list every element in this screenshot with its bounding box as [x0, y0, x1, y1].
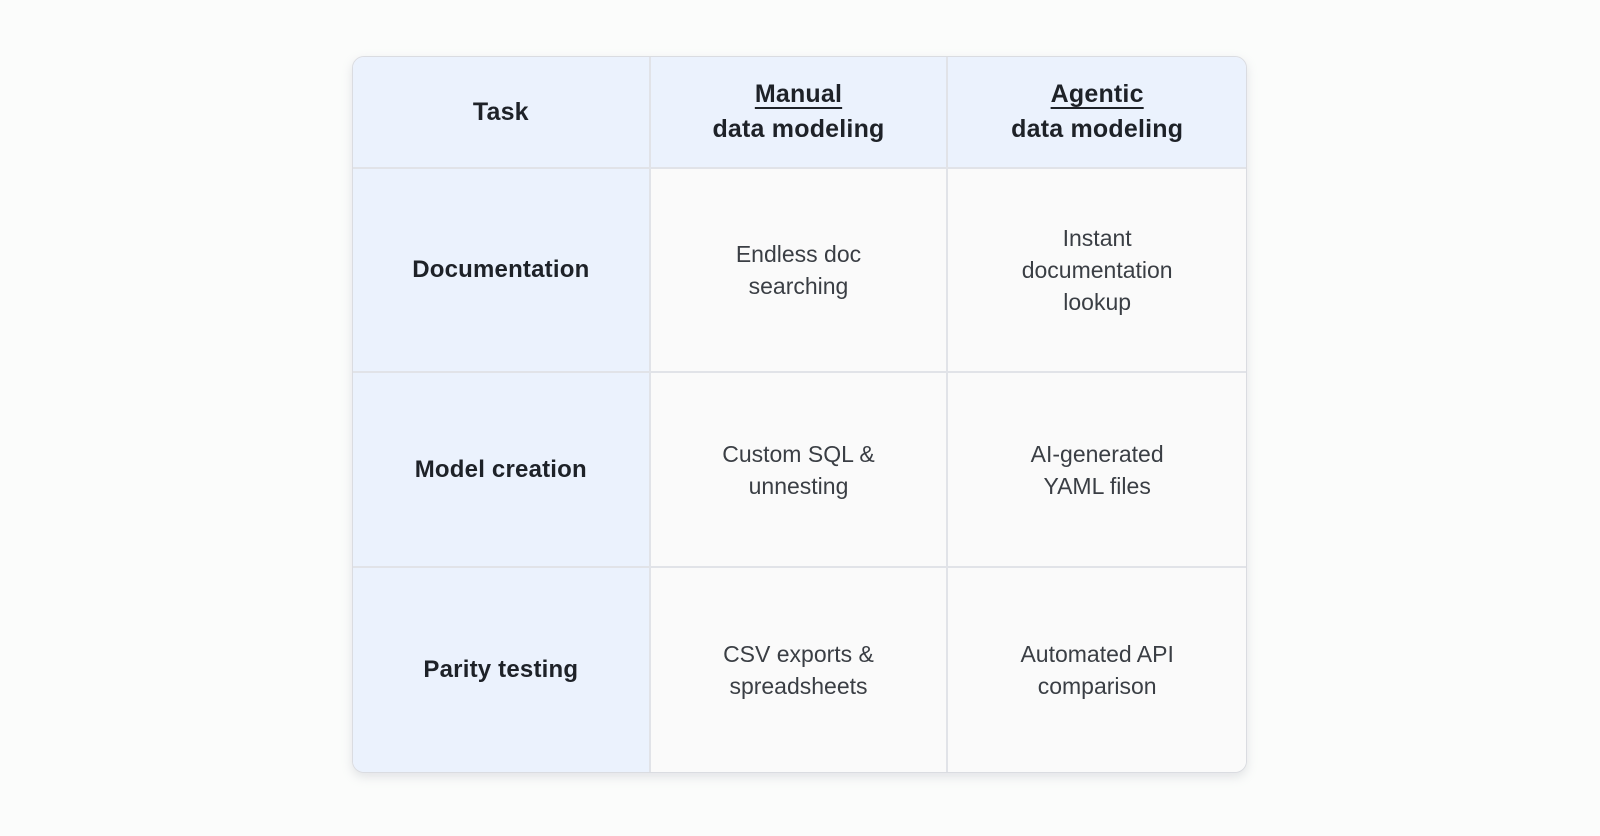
- cell-documentation-manual: Endless doc searching: [650, 169, 949, 373]
- cell-text-model-creation-manual: Custom SQL & unnesting: [722, 440, 875, 499]
- cell-documentation-agentic: Instant documentation lookup: [948, 169, 1246, 373]
- row-label-documentation: Documentation: [412, 256, 590, 283]
- task-column-header: Task: [472, 97, 529, 126]
- manual-column-header-title: Manual: [754, 80, 843, 108]
- cell-model-creation-manual: Custom SQL & unnesting: [650, 373, 949, 568]
- manual-column-header-subtitle: data modeling: [712, 115, 885, 143]
- cell-model-creation-agentic: AI-generated YAML files: [948, 373, 1246, 568]
- cell-parity-testing-manual: CSV exports & spreadsheets: [650, 568, 949, 772]
- row-label-cell-documentation: Documentation: [353, 169, 651, 373]
- header-cell-agentic: Agentic data modeling: [948, 57, 1246, 169]
- row-label-cell-parity-testing: Parity testing: [353, 568, 651, 772]
- agentic-column-header-subtitle: data modeling: [1011, 115, 1184, 143]
- cell-text-model-creation-agentic: AI-generated YAML files: [1030, 440, 1164, 499]
- cell-text-parity-testing-manual: CSV exports & spreadsheets: [723, 641, 874, 699]
- row-label-model-creation: Model creation: [414, 455, 587, 483]
- cell-parity-testing-agentic: Automated API comparison: [948, 568, 1246, 772]
- row-label-parity-testing: Parity testing: [423, 656, 579, 683]
- cell-text-parity-testing-agentic: Automated API comparison: [1020, 641, 1174, 699]
- row-label-cell-model-creation: Model creation: [353, 373, 651, 568]
- agentic-column-header-title: Agentic: [1050, 80, 1144, 108]
- cell-text-documentation-agentic: Instant documentation lookup: [1021, 225, 1173, 315]
- comparison-table: Task Manual data modeling Agentic data m…: [352, 56, 1247, 773]
- header-cell-task: Task: [353, 57, 651, 169]
- header-cell-manual: Manual data modeling: [650, 57, 949, 169]
- cell-text-documentation-manual: Endless doc searching: [735, 241, 862, 299]
